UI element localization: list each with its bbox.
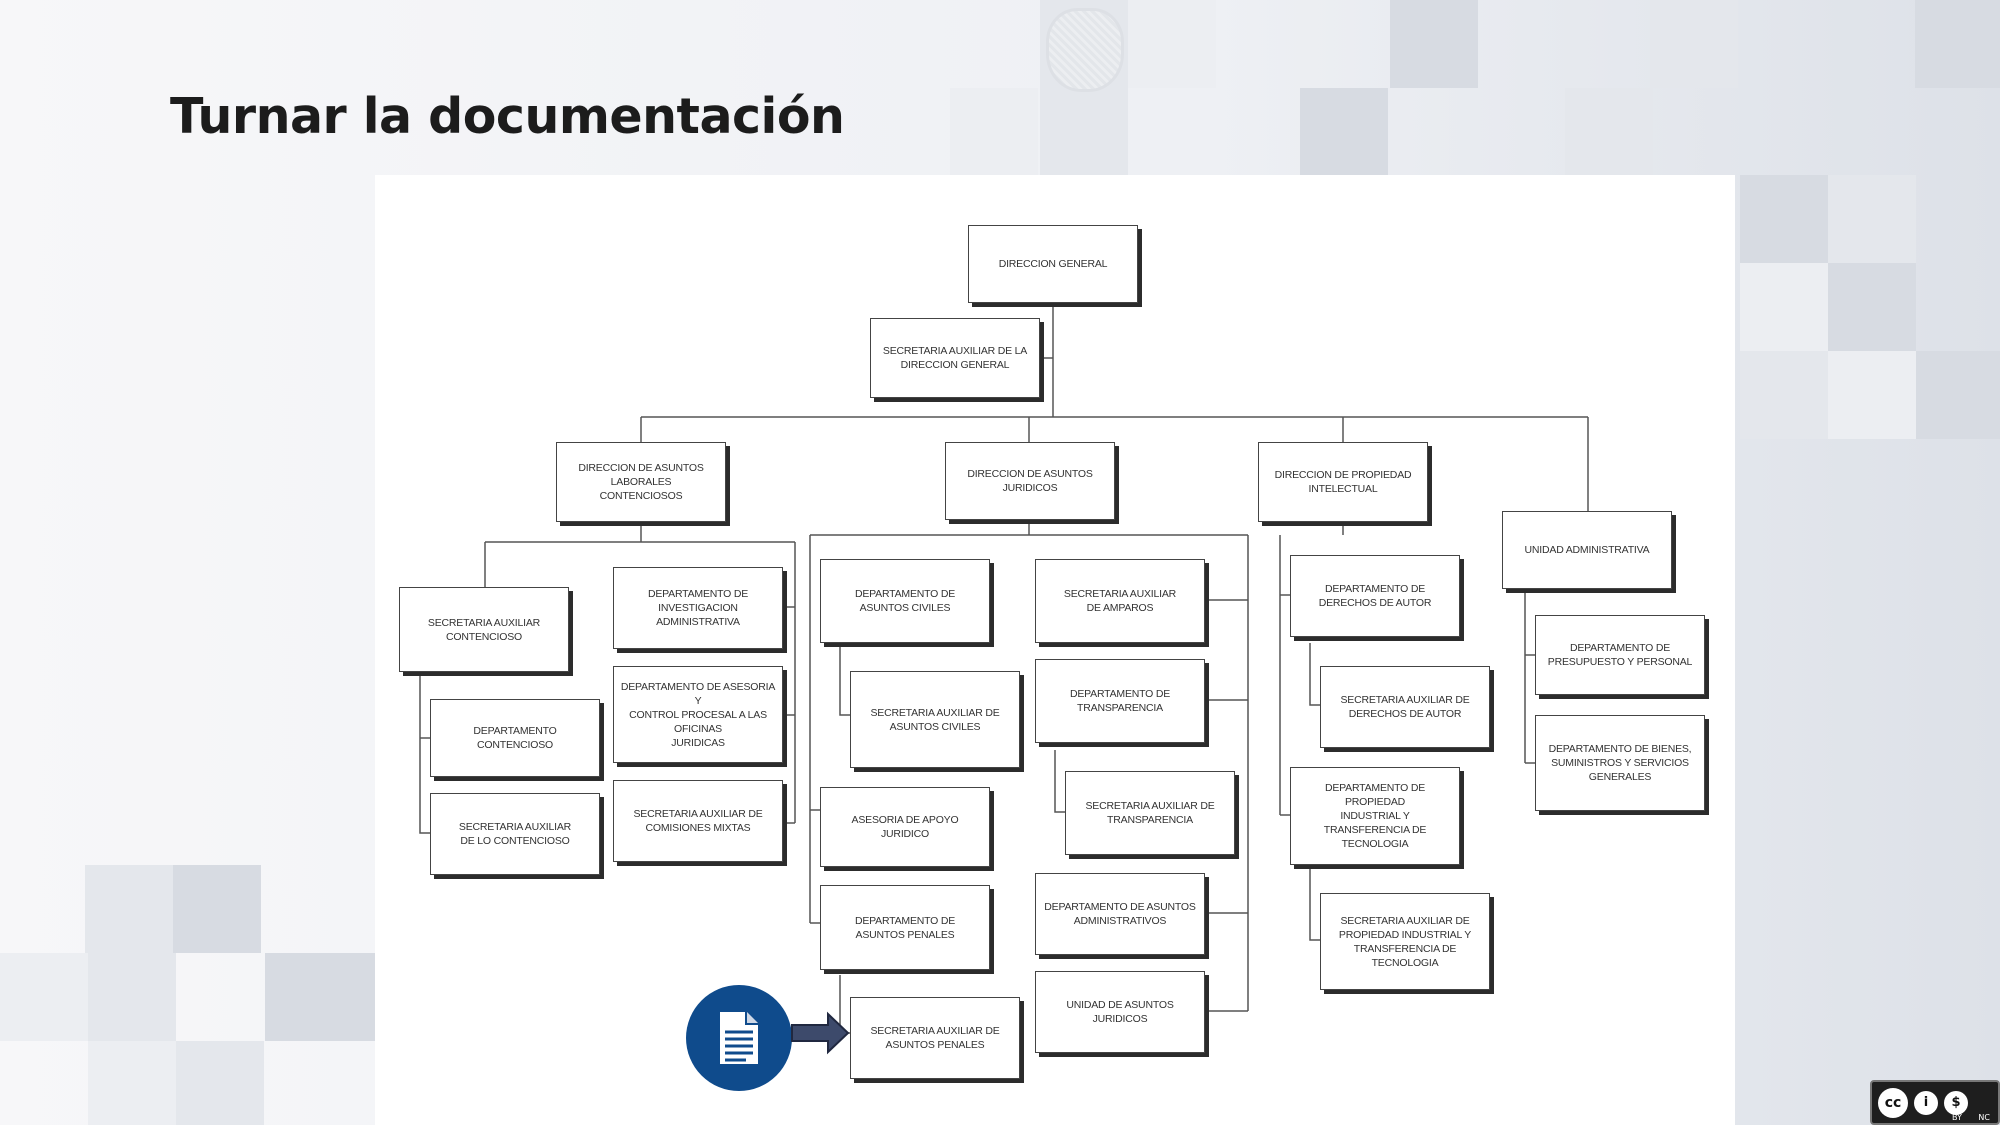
org-box-secretaria-auxiliar-direccion: SECRETARIA AUXILIAR DE LA DIRECCION GENE… (870, 318, 1040, 398)
background-tile (1040, 88, 1128, 175)
cc-icon: cc (1878, 1087, 1908, 1118)
background-tile (173, 865, 261, 953)
org-box-depto-asesoria-control: DEPARTAMENTO DE ASESORIA Y CONTROL PROCE… (613, 666, 783, 763)
background-tile (0, 953, 88, 1041)
background-tile (1128, 0, 1216, 88)
background-tile (1828, 263, 1916, 351)
org-box-depto-propiedad-industrial: DEPARTAMENTO DE PROPIEDAD INDUSTRIAL Y T… (1290, 767, 1460, 865)
org-box-sec-aux-transparencia: SECRETARIA AUXILIAR DE TRANSPARENCIA (1065, 771, 1235, 855)
background-tile (1390, 0, 1478, 88)
org-box-sec-aux-amparos: SECRETARIA AUXILIAR DE AMPAROS (1035, 559, 1205, 643)
org-box-sec-aux-asuntos-penales: SECRETARIA AUXILIAR DE ASUNTOS PENALES (850, 997, 1020, 1079)
document-badge (686, 985, 792, 1091)
org-box-depto-presupuesto: DEPARTAMENTO DE PRESUPUESTO Y PERSONAL (1535, 615, 1705, 695)
university-seal-logo (1046, 8, 1124, 92)
background-tile (176, 1041, 264, 1125)
org-box-asesoria-apoyo: ASESORIA DE APOYO JURIDICO (820, 787, 990, 867)
org-box-direccion-propiedad: DIRECCION DE PROPIEDAD INTELECTUAL (1258, 442, 1428, 522)
org-box-sec-aux-contencioso: SECRETARIA AUXILIAR CONTENCIOSO (399, 587, 569, 672)
org-box-depto-bienes: DEPARTAMENTO DE BIENES, SUMINISTROS Y SE… (1535, 715, 1705, 811)
org-box-direccion-juridicos: DIRECCION DE ASUNTOS JURIDICOS (945, 442, 1115, 520)
background-tile (88, 1041, 176, 1125)
org-box-depto-asuntos-administrativos: DEPARTAMENTO DE ASUNTOS ADMINISTRATIVOS (1035, 873, 1205, 955)
org-chart-connectors (419, 303, 1589, 1034)
org-chart: DIRECCION GENERAL SECRETARIA AUXILIAR DE… (375, 175, 1735, 1125)
org-box-direccion-general: DIRECCION GENERAL (968, 225, 1138, 303)
license-labels: BY NC (1951, 1113, 1990, 1122)
background-tile (1828, 351, 1916, 439)
noncommercial-icon: $ (1944, 1090, 1968, 1115)
org-box-depto-transparencia: DEPARTAMENTO DE TRANSPARENCIA (1035, 659, 1205, 743)
background-tile (1650, 0, 1738, 88)
org-box-sec-aux-propiedad-industrial: SECRETARIA AUXILIAR DE PROPIEDAD INDUSTR… (1320, 893, 1490, 990)
background-tile (1740, 263, 1828, 351)
org-box-unidad-administrativa: UNIDAD ADMINISTRATIVA (1502, 511, 1672, 589)
background-tile (1565, 88, 1653, 175)
background-tile (1740, 351, 1828, 439)
creative-commons-license-badge: cc i $ BY NC (1870, 1080, 2000, 1125)
background-tile (950, 88, 1038, 175)
org-box-depto-investigacion: DEPARTAMENTO DE INVESTIGACION ADMINISTRA… (613, 567, 783, 649)
background-tile (1915, 351, 2000, 439)
org-box-depto-asuntos-civiles: DEPARTAMENTO DE ASUNTOS CIVILES (820, 559, 990, 643)
attribution-icon: i (1914, 1090, 1938, 1115)
slide-title: Turnar la documentación (170, 88, 845, 145)
org-box-sec-aux-derechos-autor: SECRETARIA AUXILIAR DE DERECHOS DE AUTOR (1320, 666, 1490, 748)
org-box-depto-asuntos-penales: DEPARTAMENTO DE ASUNTOS PENALES (820, 885, 990, 970)
background-tile (265, 953, 375, 1041)
background-tile (1828, 175, 1916, 263)
org-box-direccion-laborales: DIRECCION DE ASUNTOS LABORALES CONTENCIO… (556, 442, 726, 522)
background-tile (85, 865, 173, 953)
org-box-depto-derechos-autor: DEPARTAMENTO DE DERECHOS DE AUTOR (1290, 555, 1460, 637)
background-tile (1300, 88, 1388, 175)
org-box-sec-aux-comisiones: SECRETARIA AUXILIAR DE COMISIONES MIXTAS (613, 780, 783, 862)
org-box-depto-contencioso: DEPARTAMENTO CONTENCIOSO (430, 699, 600, 777)
background-tile (1740, 175, 1828, 263)
arrow-right-icon (791, 1011, 850, 1055)
org-box-sec-aux-lo-contencioso: SECRETARIA AUXILIAR DE LO CONTENCIOSO (430, 793, 600, 875)
background-tile (88, 953, 176, 1041)
background-tile (1915, 0, 2000, 88)
org-box-unidad-asuntos-juridicos: UNIDAD DE ASUNTOS JURIDICOS (1035, 971, 1205, 1053)
org-box-sec-aux-asuntos-civiles: SECRETARIA AUXILIAR DE ASUNTOS CIVILES (850, 671, 1020, 768)
document-icon (718, 1010, 760, 1066)
